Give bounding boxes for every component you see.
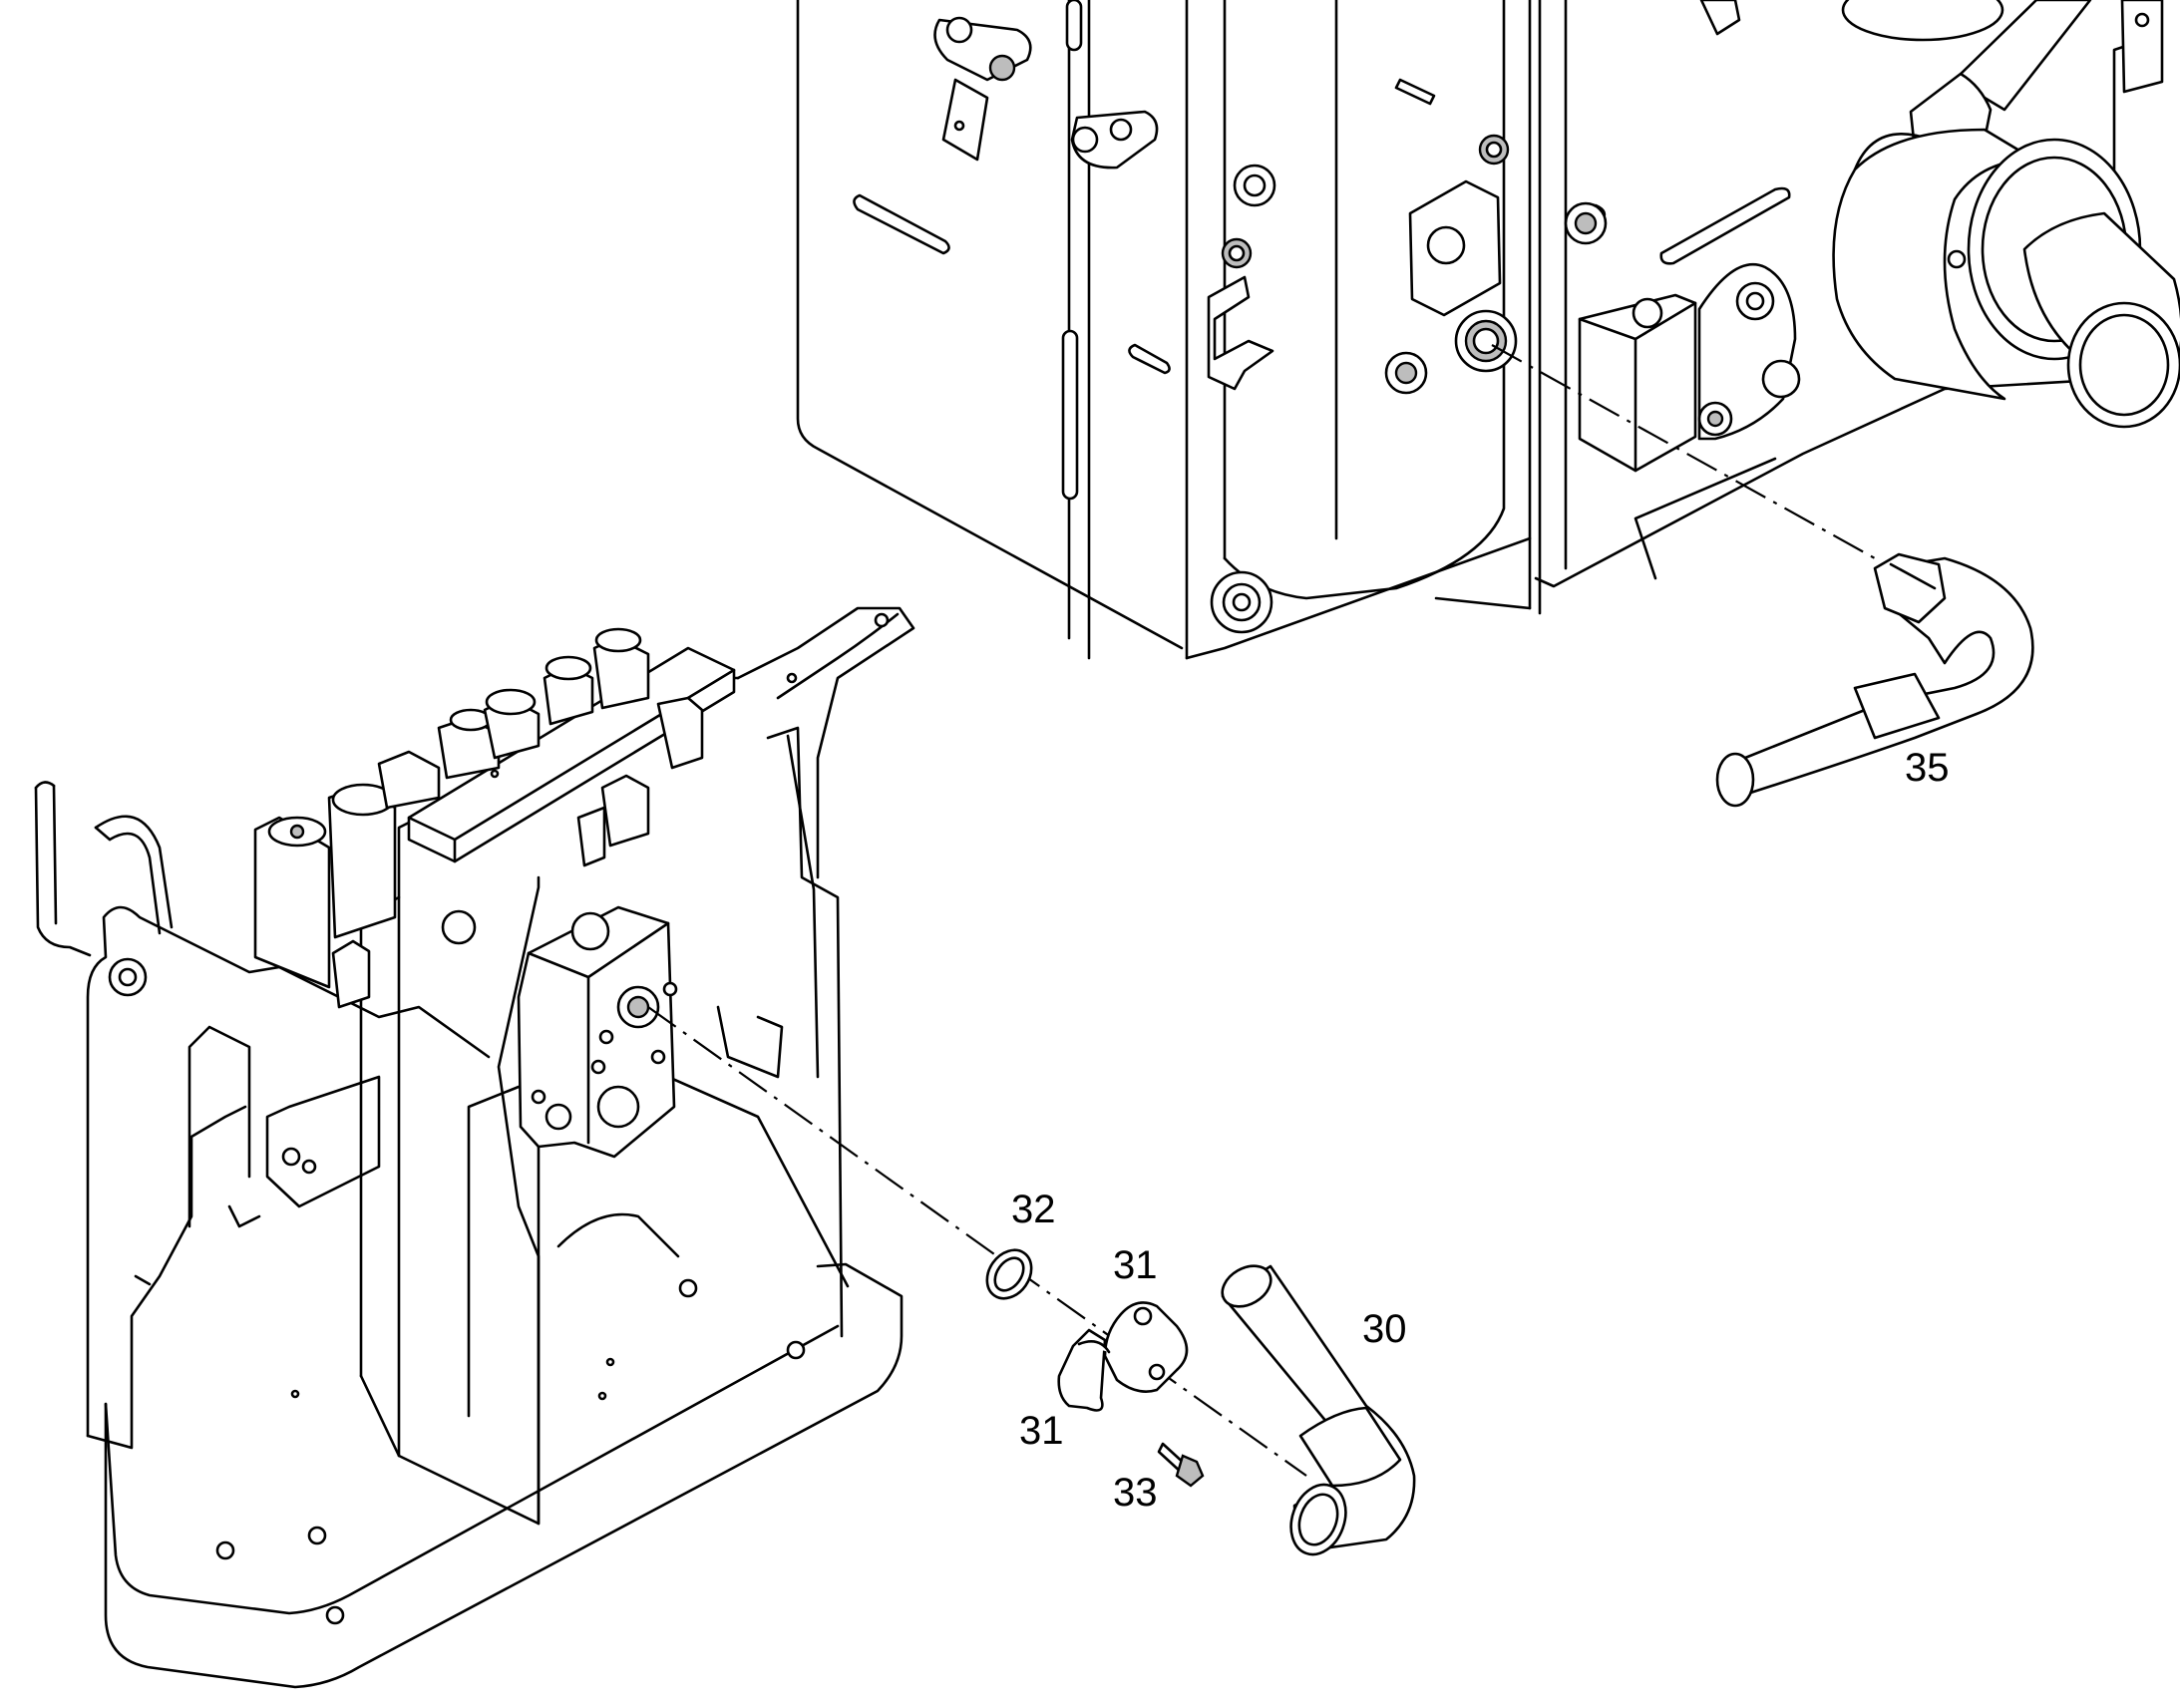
callout-31-lower: 31 [1019,1409,1064,1453]
callout-33: 33 [1113,1471,1158,1515]
part-32-o-ring [985,1248,1033,1300]
callout-31-upper: 31 [1113,1243,1158,1287]
callout-32: 32 [1011,1188,1056,1231]
centerline-lower [647,1006,1307,1477]
part-31-flange-halves [1057,1301,1189,1412]
callout-35: 35 [1905,746,1950,790]
centerline-upper [1491,344,1876,559]
upper-housing-assembly [796,0,2180,660]
valve-stand-assembly [34,606,915,1689]
part-30-hose [1221,1264,1416,1556]
part-33-screw [1157,1442,1205,1488]
valve-cartridges [253,627,704,1009]
callout-30: 30 [1362,1307,1407,1351]
part-35-hose [1715,552,2034,808]
